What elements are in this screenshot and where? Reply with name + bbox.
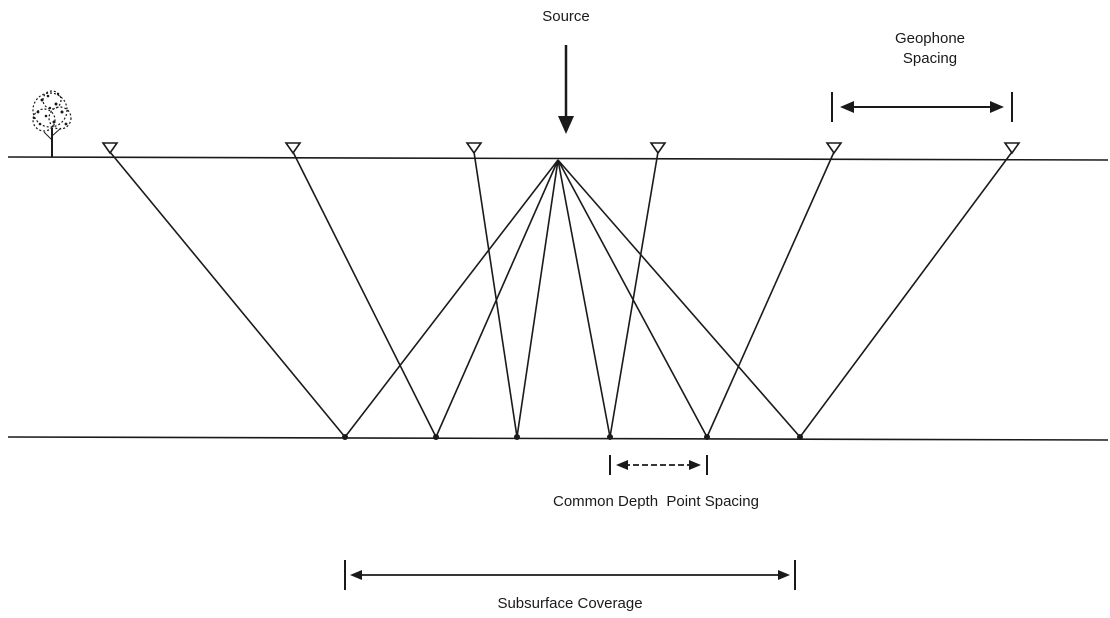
cdp-spacing-dimension [609, 455, 708, 475]
reflection-points [342, 434, 803, 440]
reflector-line [7, 436, 1109, 441]
reflection-point [342, 434, 348, 440]
reflection-point [607, 434, 613, 440]
reflection-point [514, 434, 520, 440]
geophone-icon [465, 142, 483, 155]
reflection-point [797, 434, 803, 440]
geophone-spacing-label-line2: Spacing [902, 50, 958, 67]
geophone-spacing-label-line1: Geophone [894, 30, 966, 47]
ground-surface-line [7, 156, 1109, 161]
subsurface-coverage-dimension [344, 560, 796, 590]
geophone-icon [284, 142, 302, 155]
upgoing-rays [109, 151, 1013, 438]
downgoing-rays [344, 159, 801, 438]
geophone-spacing-dimension [831, 92, 1013, 122]
geophone-icon [101, 142, 119, 155]
reflection-point [433, 434, 439, 440]
tree-icon [32, 90, 72, 157]
geophone-icon [1003, 142, 1021, 155]
geophone-icon [825, 142, 843, 155]
source-arrow-icon [558, 45, 574, 134]
reflection-point [704, 434, 710, 440]
geophone-icon [649, 142, 667, 155]
source-label: Source [542, 8, 590, 25]
subsurface-coverage-label: Subsurface Coverage [497, 595, 643, 612]
cdp-spacing-label: Common Depth Point Spacing [553, 493, 759, 510]
